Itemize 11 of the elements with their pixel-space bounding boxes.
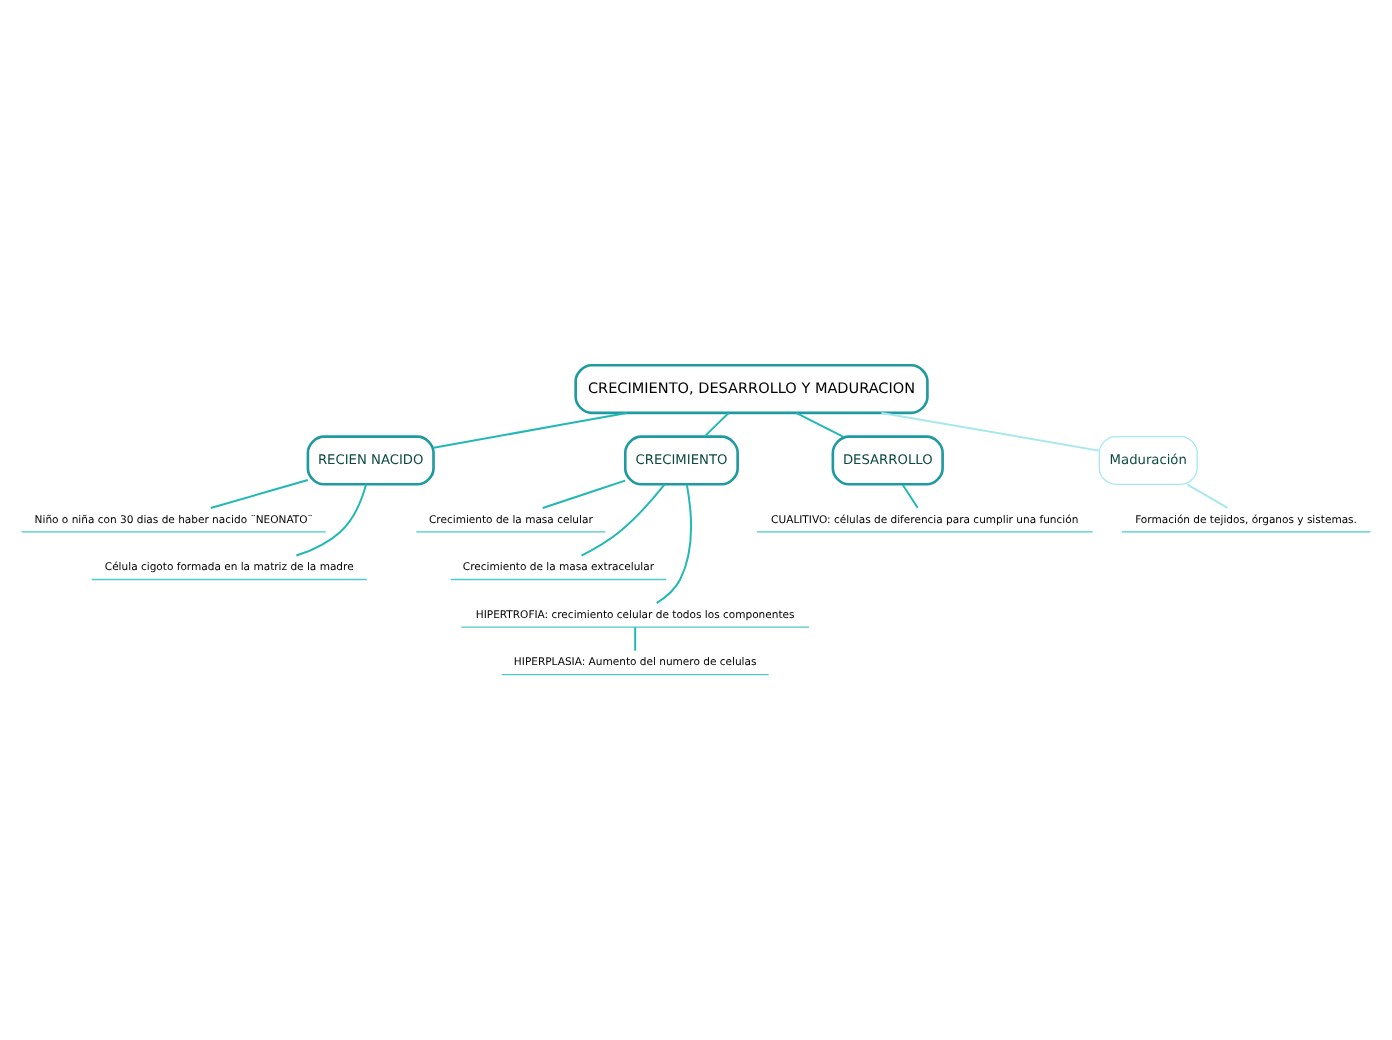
connector xyxy=(901,483,919,509)
connector xyxy=(655,483,692,605)
connector xyxy=(703,411,730,438)
connector xyxy=(541,479,627,510)
connector xyxy=(795,411,845,438)
connector xyxy=(634,626,637,652)
connector xyxy=(1186,483,1229,509)
connector xyxy=(432,411,628,449)
connector xyxy=(209,478,309,509)
connector xyxy=(580,483,666,557)
connector xyxy=(295,483,368,557)
